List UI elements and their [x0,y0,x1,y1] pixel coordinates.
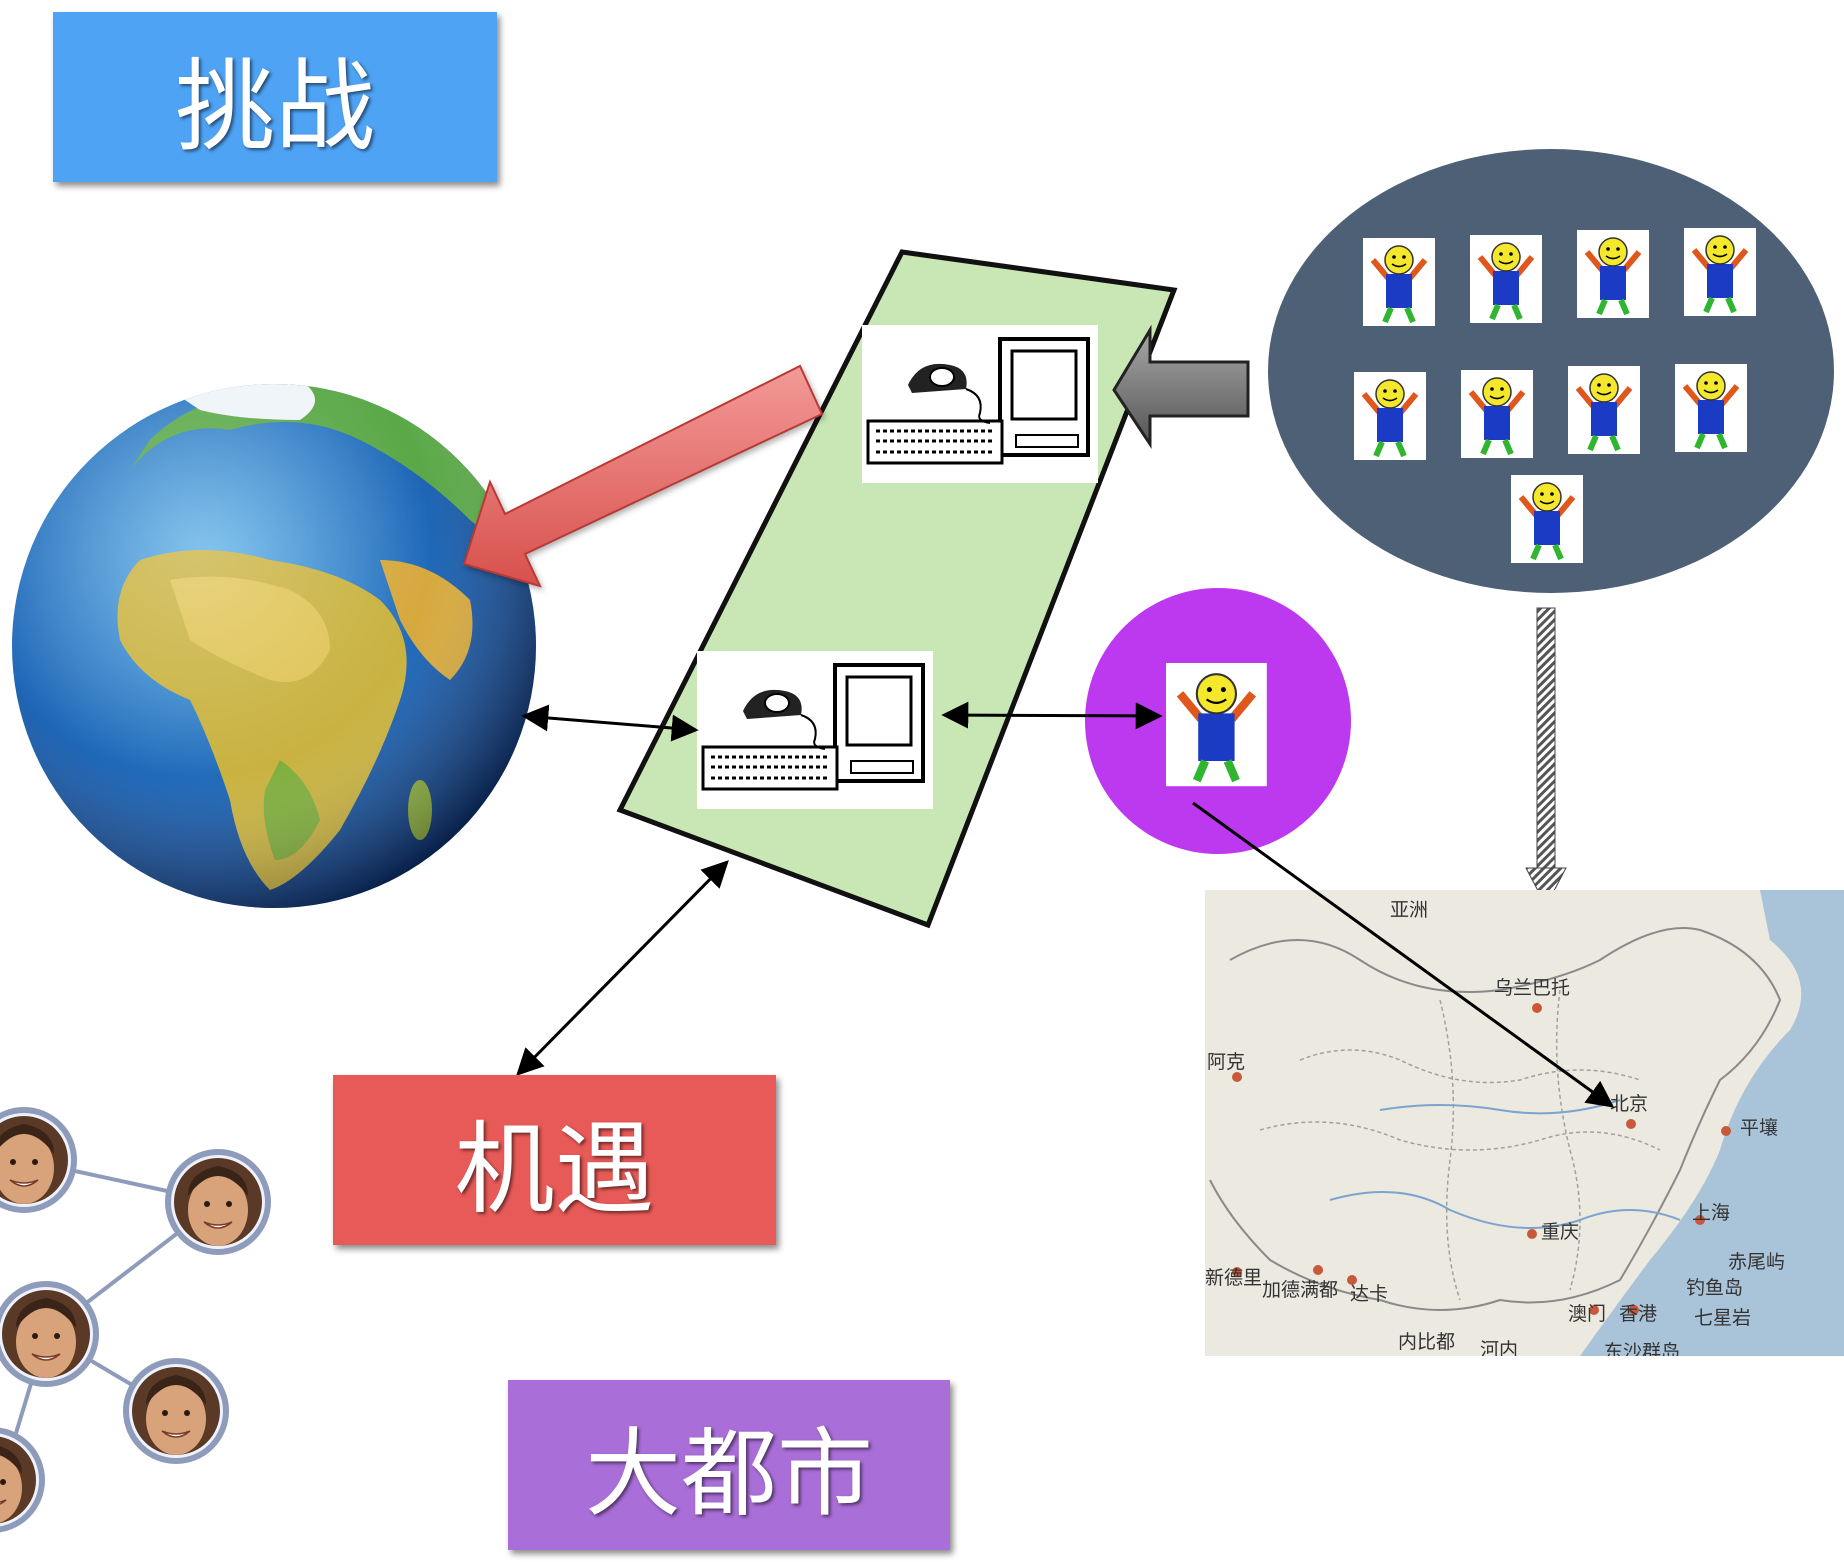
avatar [0,1430,42,1530]
map-label: 澳门 [1568,1303,1606,1325]
crowd-person-icon [1354,372,1426,460]
metropolis-label: 大都市 [508,1380,950,1550]
avatar [0,1284,96,1384]
crowd-person-icon [1675,364,1747,452]
earth-globe [12,384,536,908]
map-label: 上海 [1692,1202,1730,1224]
crowd-person-icon [1461,370,1533,458]
map-label: 乌兰巴托 [1494,977,1570,999]
map-label: 加德满都 [1262,1279,1338,1301]
crowd-person-icon [1363,238,1435,326]
map-label: 钓鱼岛 [1686,1277,1743,1299]
china-map: 亚洲 乌兰巴托 北京 平壤 上海 重庆 赤尾屿 钓鱼岛 七星岩 澳门 香港 加德… [1205,890,1844,1363]
opportunity-label: 机遇 [333,1075,776,1245]
crowd-person-icon [1684,228,1756,316]
map-label: 平壤 [1740,1117,1778,1139]
computer-icon-bottom [695,649,935,811]
social-network [0,1110,268,1530]
map-label: 达卡 [1350,1283,1388,1305]
red-arrow [462,364,824,588]
map-label: 香港 [1619,1303,1657,1325]
crowd-ellipse [1268,149,1834,593]
challenge-label: 挑战 [53,12,497,182]
gray-arrow [1112,324,1250,449]
computer-icon-top [860,323,1100,485]
avatar [168,1152,268,1252]
map-label: 河内 [1480,1339,1518,1361]
crowd-person-icon [1511,475,1583,563]
map-label: 新德里 [1205,1267,1262,1289]
crowd-person-icon [1577,230,1649,318]
user-map-arrow [1192,801,1615,1108]
user-person-icon [1166,663,1267,786]
avatar [126,1361,226,1461]
platform-opportunity-arrow [516,860,729,1076]
computer-user-arrow [941,701,1163,730]
user-circle [1085,588,1351,854]
striped-down-arrow [1525,607,1567,908]
map-label: 东沙群岛 [1604,1341,1680,1363]
globe-computer-arrow [521,704,699,742]
crowd-person-icon [1568,366,1640,454]
map-label: 内比都 [1398,1331,1455,1353]
map-label: 亚洲 [1390,899,1428,921]
avatar [0,1110,74,1210]
map-label: 阿克 [1207,1051,1245,1073]
map-label: 赤尾屿 [1728,1251,1785,1273]
map-label: 重庆 [1541,1221,1579,1243]
map-label: 北京 [1610,1093,1648,1115]
crowd-person-icon [1470,235,1542,323]
map-label: 七星岩 [1694,1307,1751,1329]
